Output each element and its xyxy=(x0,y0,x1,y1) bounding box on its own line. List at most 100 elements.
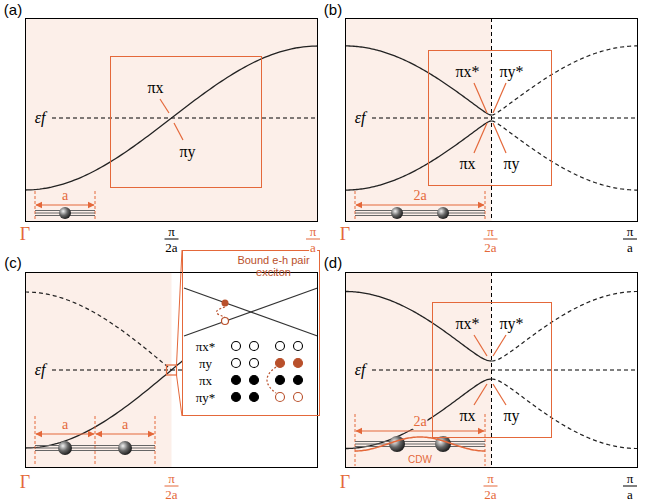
leader-line xyxy=(493,83,506,113)
cell-boundary xyxy=(485,191,486,221)
zone-boundary-line xyxy=(491,18,492,222)
occupation-dot xyxy=(294,359,303,368)
atom xyxy=(59,207,71,219)
band-label: πy* xyxy=(499,316,523,332)
panel-frame: (c)Bound e-h pair excitonπx*πyπxπy* xyxy=(25,272,318,468)
band-label: πy xyxy=(503,408,519,424)
lattice-constant: a xyxy=(61,189,69,203)
band-curve xyxy=(345,121,492,190)
fraction-bar xyxy=(165,239,179,240)
inset-ground xyxy=(182,250,320,416)
atom xyxy=(58,441,72,455)
k-numerator: π xyxy=(486,472,495,485)
panel-letter: (b) xyxy=(324,2,342,17)
atom xyxy=(389,436,405,452)
band-label: πy xyxy=(179,144,195,160)
fermi-level-label: εf xyxy=(34,110,47,126)
atom xyxy=(391,207,403,219)
cell-boundary xyxy=(485,414,486,466)
k-numerator: π xyxy=(626,225,635,238)
cell-boundary xyxy=(355,414,356,466)
folded-band-curve xyxy=(492,46,639,115)
leader-line xyxy=(174,123,183,140)
brillouin-zone-ground xyxy=(345,18,492,222)
lattice-constant: a xyxy=(61,418,69,432)
fraction-bar xyxy=(306,239,320,240)
occupation-dot xyxy=(232,376,241,385)
fermi-level-label: εf xyxy=(354,110,367,126)
panel-letter: (c) xyxy=(4,255,22,270)
cell-arrow xyxy=(356,204,484,205)
k-numerator: π xyxy=(626,472,635,485)
cell-arrow xyxy=(96,433,154,434)
k-numerator: π xyxy=(167,472,176,485)
band-label: πy xyxy=(503,156,519,172)
zoom-square xyxy=(167,365,177,375)
fermi-level-label: εf xyxy=(354,362,367,378)
leader-line xyxy=(493,335,506,356)
occupation-dot xyxy=(294,393,303,402)
lattice-constant: a xyxy=(121,418,129,432)
excitation-arc xyxy=(267,367,276,393)
fraction-bar xyxy=(165,486,179,487)
folded-band-curve xyxy=(25,292,172,370)
leader-line xyxy=(474,123,487,153)
folded-band-curve xyxy=(492,379,639,449)
dirac-crossing xyxy=(184,288,318,336)
k-numerator: π xyxy=(486,225,495,238)
k-denominator: a xyxy=(626,241,634,254)
band-label: πx* xyxy=(455,316,479,332)
fermi-level-line xyxy=(372,118,638,119)
fermi-level-label: εf xyxy=(34,362,47,378)
gamma-point: Γ xyxy=(19,225,31,243)
exciton-note: Bound e-h pair exciton xyxy=(232,254,316,279)
band-curve xyxy=(345,379,492,449)
band-label: πy xyxy=(199,356,212,369)
leader-line xyxy=(493,123,506,153)
bond-line xyxy=(355,210,485,211)
k-denominator: 2a xyxy=(164,241,178,254)
occupation-dot xyxy=(250,376,259,385)
fraction-bar xyxy=(484,486,498,487)
leader-line xyxy=(474,83,487,113)
leader-line xyxy=(160,99,169,113)
k-denominator: 2a xyxy=(483,488,497,501)
gamma-point: Γ xyxy=(19,473,31,491)
bond-line xyxy=(355,441,485,442)
dirac-crossing xyxy=(184,288,318,336)
occupation-dot xyxy=(276,376,285,385)
k-numerator: π xyxy=(309,225,318,238)
panel-frame: (d)πx*πy*πxπy xyxy=(345,272,638,468)
electron-dot xyxy=(222,300,229,307)
zoom-box: πxπy xyxy=(110,56,262,188)
panels xyxy=(25,18,638,468)
cdw-wave xyxy=(355,437,485,451)
zoom-box: πx*πy*πxπy xyxy=(432,302,552,438)
inset-box: Bound e-h pair excitonπx*πyπxπy* xyxy=(182,250,320,416)
band-label: πy* xyxy=(196,390,216,403)
occupation-dot xyxy=(250,393,259,402)
exciton-bond xyxy=(217,307,226,317)
occupation-dot xyxy=(276,342,285,351)
k-numerator: π xyxy=(167,225,176,238)
bond-line xyxy=(355,446,485,447)
fraction-bar xyxy=(623,239,637,240)
occupation-dot xyxy=(250,342,259,351)
bond-line xyxy=(35,445,155,446)
fermi-level-line xyxy=(372,370,638,371)
band-curve xyxy=(345,46,492,115)
cell-boundary xyxy=(95,191,96,221)
leader-lines xyxy=(160,83,506,405)
band-label: πx* xyxy=(196,339,216,352)
leader-line xyxy=(474,335,487,356)
cell-arrow xyxy=(36,204,94,205)
lattice-constant: 2a xyxy=(412,189,427,203)
occupation-dot xyxy=(276,393,285,402)
cell-arrow xyxy=(356,430,484,431)
occupation-dot xyxy=(294,376,303,385)
panel-letter: (a) xyxy=(4,2,22,17)
